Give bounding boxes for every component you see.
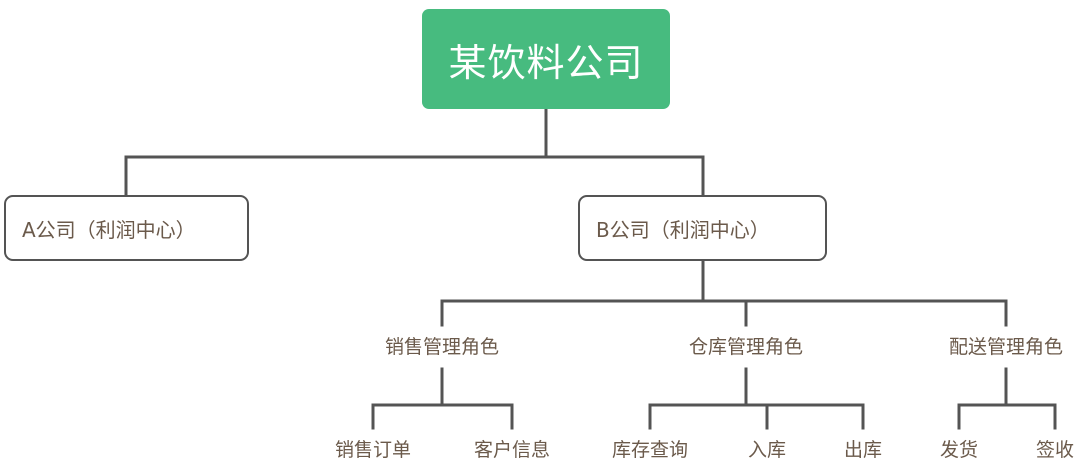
company-a-node: A公司（利润中心）: [4, 195, 249, 261]
root-node: 某饮料公司: [422, 9, 670, 109]
role-sales-label: 销售管理角色: [384, 336, 500, 358]
role-delivery-label: 配送管理角色: [948, 336, 1064, 358]
company-b-label: B公司（利润中心）: [596, 217, 770, 242]
function-sales-order: 销售订单: [334, 439, 412, 461]
company-b-node: B公司（利润中心）: [578, 195, 827, 261]
function-sign-off: 签收: [1035, 439, 1075, 461]
function-stock-out: 出库: [843, 439, 883, 461]
function-stock-query: 库存查询: [611, 439, 689, 461]
function-dispatch: 发货: [939, 439, 979, 461]
function-stock-in: 入库: [747, 439, 787, 461]
company-a-label: A公司（利润中心）: [22, 217, 196, 242]
role-warehouse-label: 仓库管理角色: [688, 336, 804, 358]
function-customer-info: 客户信息: [473, 439, 551, 461]
root-label: 某饮料公司: [448, 40, 644, 85]
